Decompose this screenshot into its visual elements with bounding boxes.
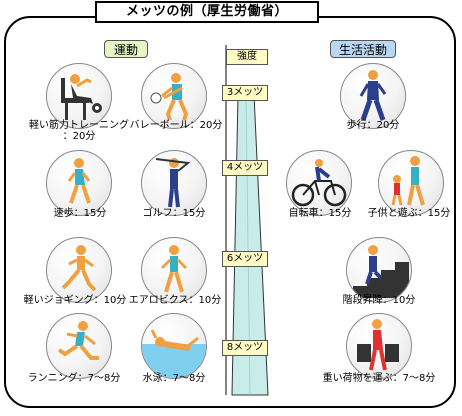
running-icon — [46, 313, 112, 379]
mets-flag-6: 6メッツ — [222, 251, 268, 267]
page-title: メッツの例（厚生労働省） — [95, 1, 319, 23]
label-aerobics: エアロビクス：10分 — [128, 295, 222, 306]
mets-flag-3: 3メッツ — [222, 85, 268, 101]
bicycle-icon — [286, 150, 352, 216]
label-swimming: 水泳：7～8分 — [142, 373, 206, 384]
weight-training-icon — [46, 63, 112, 129]
label-weight-training-time: ：20分 — [62, 131, 96, 142]
light-jogging-icon — [46, 237, 112, 303]
label-running: ランニング：7～8分 — [27, 373, 121, 384]
label-golf: ゴルフ：15分 — [142, 208, 206, 219]
mets-flag-8: 8メッツ — [222, 340, 268, 356]
walking-icon — [340, 63, 406, 129]
stairs-icon — [346, 237, 412, 303]
label-volleyball: バレーボール：20分 — [129, 120, 223, 131]
swimming-icon — [141, 313, 207, 379]
intensity-label: 強度 — [226, 49, 268, 65]
golf-icon — [141, 150, 207, 216]
label-playing-with-child: 子供と遊ぶ：15分 — [367, 208, 451, 219]
playing-with-child-icon — [378, 150, 444, 216]
brisk-walk-icon — [46, 150, 112, 216]
volleyball-icon — [141, 63, 207, 129]
category-exercise: 運動 — [104, 40, 148, 58]
label-walking: 歩行：20分 — [346, 120, 400, 131]
mets-flag-4: 4メッツ — [222, 160, 268, 176]
label-light-jogging: 軽いジョギング：10分 — [23, 295, 127, 306]
category-daily-life: 生活活動 — [330, 40, 396, 58]
label-stairs: 階段昇降：10分 — [342, 295, 416, 306]
label-bicycle: 自転車：15分 — [288, 208, 352, 219]
label-brisk-walk: 速歩：15分 — [53, 208, 107, 219]
aerobics-icon — [141, 237, 207, 303]
carrying-heavy-load-icon — [346, 313, 412, 379]
label-carrying-heavy-load: 重い荷物を運ぶ：7～8分 — [322, 373, 436, 384]
label-weight-training: 軽い筋力トレーニング — [29, 120, 129, 131]
